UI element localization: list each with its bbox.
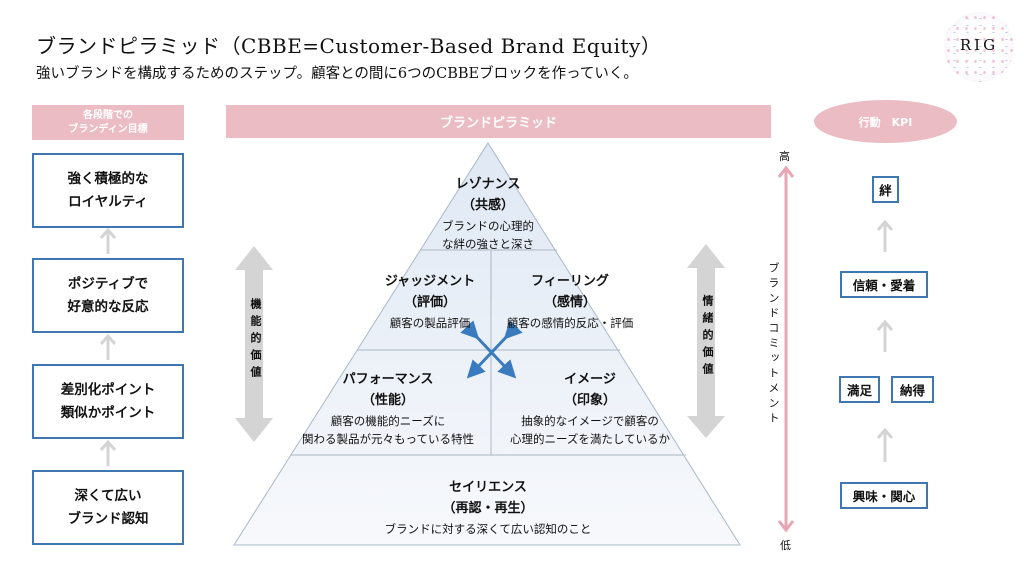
kpi-header: 行動 KPI	[814, 100, 957, 143]
emotional-value-arrow	[687, 244, 725, 438]
judgment-block: ジャッジメント（評価）顧客の製品評価	[384, 274, 476, 330]
rig-logo: RIG	[944, 12, 1014, 82]
imagery-block: イメージ（印象）抽象的なイメージで顧客の心理的ニーズを満たしているか	[509, 372, 671, 446]
performance-block: パフォーマンス（性能）顧客の機能的ニーズに関わる製品が元々もっている特性	[302, 372, 474, 446]
functional-value-label: 機能的価値	[249, 298, 262, 383]
page-title: ブランドピラミッド（CBBE=Customer-Based Brand Equi…	[36, 34, 662, 58]
commitment-axis	[777, 165, 795, 533]
interaction-arrows	[460, 320, 523, 379]
axis-high-label: 高	[779, 150, 790, 163]
left-up-arrows	[99, 227, 117, 466]
kpi-up-arrows	[876, 219, 894, 462]
feeling-block: フィーリング（感情）顧客の感情的反応・評価	[506, 274, 634, 330]
emotional-value-label: 情緒的価値	[701, 295, 714, 380]
kpi-trust-attachment: 信頼・愛着	[840, 271, 928, 298]
axis-low-label: 低	[780, 539, 791, 552]
goal-box-awareness: 深くて広いブランド認知	[32, 470, 184, 545]
left-column-header: 各段階でのブランディン目標	[32, 105, 184, 140]
commitment-axis-label: ブランドコミットメント	[767, 262, 780, 427]
resonance-block: レゾナンス（共感）ブランドの心理的な絆の強さと深さ	[442, 177, 534, 251]
salience-block: セイリエンス（再認・再生）ブランドに対する深くて広い認知のこと	[384, 480, 592, 536]
page-subtitle: 強いブランドを構成するためのステップ。顧客との間に6つのCBBEブロックを作って…	[36, 66, 638, 82]
goal-box-loyalty: 強く積極的なロイヤルティ	[32, 153, 184, 228]
kpi-bond: 絆	[872, 176, 899, 203]
goal-box-points: 差別化ポイント類似かポイント	[32, 364, 184, 439]
kpi-satisfaction: 満足	[839, 376, 880, 403]
kpi-interest: 興味・関心	[840, 482, 928, 509]
goal-box-response: ポジティブで好意的な反応	[32, 258, 184, 333]
functional-value-arrow	[235, 246, 273, 442]
pyramid-header: ブランドピラミッド	[226, 105, 771, 138]
kpi-acceptance: 納得	[891, 376, 934, 403]
